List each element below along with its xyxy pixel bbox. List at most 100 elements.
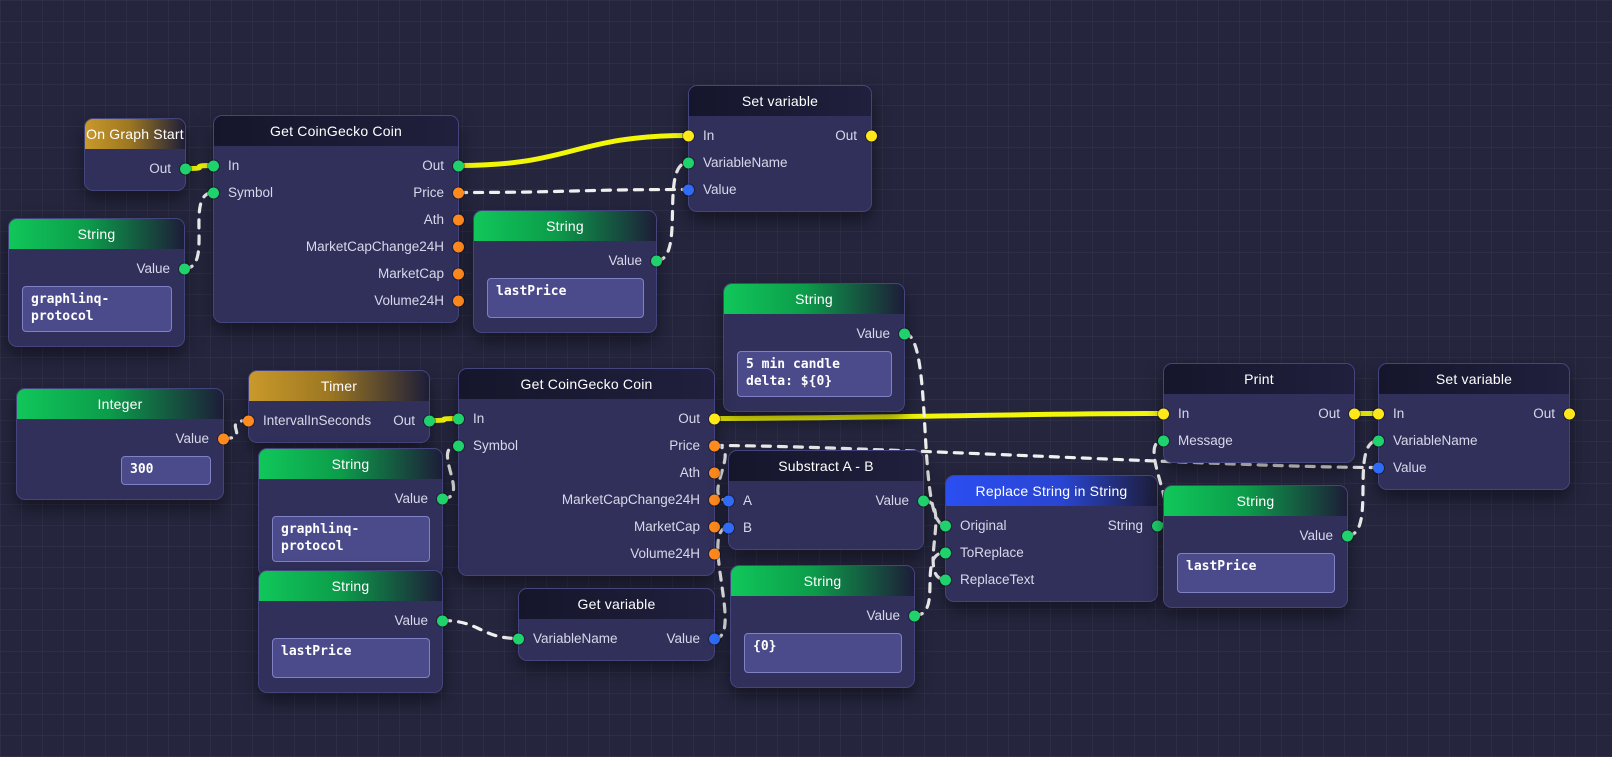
value-input-str_lastprice2[interactable]: lastPrice bbox=[272, 638, 430, 678]
node-header-str_symbol2[interactable]: String bbox=[259, 449, 442, 479]
node-header-cg2[interactable]: Get CoinGecko Coin bbox=[459, 369, 714, 399]
port-setvar1-Out[interactable] bbox=[866, 130, 877, 141]
port-replace-String[interactable] bbox=[1152, 520, 1163, 531]
port-cg1-MarketCap[interactable] bbox=[453, 268, 464, 279]
port-replace-ToReplace[interactable] bbox=[940, 547, 951, 558]
node-header-start[interactable]: On Graph Start bbox=[85, 119, 185, 149]
value-input-int_300[interactable]: 300 bbox=[121, 456, 211, 485]
port-cg1-Volume24H[interactable] bbox=[453, 295, 464, 306]
port-str_symbol1-Value[interactable] bbox=[179, 263, 190, 274]
port-sub-Value[interactable] bbox=[918, 495, 929, 506]
port-cg2-MarketCap[interactable] bbox=[709, 521, 720, 532]
value-input-str_symbol1[interactable]: graphlinq-protocol bbox=[22, 286, 172, 332]
value-input-str_lastprice1[interactable]: lastPrice bbox=[487, 278, 644, 318]
port-sub-B[interactable] bbox=[723, 522, 734, 533]
port-timer-IntervalInSeconds[interactable] bbox=[243, 415, 254, 426]
port-cg2-Out[interactable] bbox=[709, 413, 720, 424]
value-input-str_template[interactable]: 5 min candle delta: ${0} bbox=[737, 351, 892, 397]
node-header-timer[interactable]: Timer bbox=[249, 371, 429, 401]
port-setvar2-Out[interactable] bbox=[1564, 408, 1575, 419]
port-row: MarketCap bbox=[214, 260, 464, 287]
node-header-setvar2[interactable]: Set variable bbox=[1379, 364, 1569, 394]
port-sub-A[interactable] bbox=[723, 495, 734, 506]
port-print-Out[interactable] bbox=[1349, 408, 1360, 419]
port-replace-ReplaceText[interactable] bbox=[940, 574, 951, 585]
port-cg2-In[interactable] bbox=[453, 413, 464, 424]
node-header-print[interactable]: Print bbox=[1164, 364, 1354, 394]
node-title: Replace String in String bbox=[975, 483, 1128, 499]
port-setvar1-VariableName[interactable] bbox=[683, 157, 694, 168]
port-print-Message[interactable] bbox=[1158, 435, 1169, 446]
port-replace-Original[interactable] bbox=[940, 520, 951, 531]
port-str_lastprice1-Value[interactable] bbox=[651, 255, 662, 266]
node-header-sub[interactable]: Substract A - B bbox=[729, 451, 923, 481]
node-header-int_300[interactable]: Integer bbox=[17, 389, 223, 419]
port-cg2-Price[interactable] bbox=[709, 440, 720, 451]
node-header-str_lastprice2[interactable]: String bbox=[259, 571, 442, 601]
node-header-str_token[interactable]: String bbox=[731, 566, 914, 596]
port-row: MarketCapChange24H bbox=[459, 486, 720, 513]
port-label: VariableName bbox=[533, 631, 618, 646]
port-cg2-Ath[interactable] bbox=[709, 467, 720, 478]
port-cg1-Symbol[interactable] bbox=[208, 187, 219, 198]
node-header-str_symbol1[interactable]: String bbox=[9, 219, 184, 249]
node-header-setvar1[interactable]: Set variable bbox=[689, 86, 871, 116]
port-setvar2-Value[interactable] bbox=[1373, 462, 1384, 473]
value-input-str_token[interactable]: {0} bbox=[744, 633, 902, 673]
port-print-In[interactable] bbox=[1158, 408, 1169, 419]
port-str_symbol2-Value[interactable] bbox=[437, 493, 448, 504]
value-input-str_symbol2[interactable]: graphlinq-protocol bbox=[272, 516, 430, 562]
port-cg1-Ath[interactable] bbox=[453, 214, 464, 225]
port-setvar2-VariableName[interactable] bbox=[1373, 435, 1384, 446]
node-header-cg1[interactable]: Get CoinGecko Coin bbox=[214, 116, 458, 146]
port-cg2-MarketCapChange24H[interactable] bbox=[709, 494, 720, 505]
port-cg2-Symbol[interactable] bbox=[453, 440, 464, 451]
port-str_template-Value[interactable] bbox=[899, 328, 910, 339]
port-setvar2-In[interactable] bbox=[1373, 408, 1384, 419]
port-cg1-MarketCapChange24H[interactable] bbox=[453, 241, 464, 252]
port-getvar-Value[interactable] bbox=[709, 633, 720, 644]
port-int_300-Value[interactable] bbox=[218, 433, 229, 444]
node-header-str_template[interactable]: String bbox=[724, 284, 904, 314]
port-setvar1-Value[interactable] bbox=[683, 184, 694, 195]
value-input-str_lastprice3[interactable]: lastPrice bbox=[1177, 553, 1335, 593]
port-cg2-Volume24H[interactable] bbox=[709, 548, 720, 559]
port-str_lastprice2-Value[interactable] bbox=[437, 615, 448, 626]
node-header-replace[interactable]: Replace String in String bbox=[946, 476, 1157, 506]
port-row: MarketCapChange24H bbox=[214, 233, 464, 260]
port-getvar-VariableName[interactable] bbox=[513, 633, 524, 644]
port-start-Out[interactable] bbox=[180, 163, 191, 174]
node-header-str_lastprice3[interactable]: String bbox=[1164, 486, 1347, 516]
port-str_lastprice3-Value[interactable] bbox=[1342, 530, 1353, 541]
port-cg1-Out[interactable] bbox=[453, 160, 464, 171]
port-label: Value bbox=[866, 608, 900, 623]
port-timer-Out[interactable] bbox=[424, 415, 435, 426]
port-setvar1-In[interactable] bbox=[683, 130, 694, 141]
node-header-getvar[interactable]: Get variable bbox=[519, 589, 714, 619]
port-cg1-Price[interactable] bbox=[453, 187, 464, 198]
port-cg1-In[interactable] bbox=[208, 160, 219, 171]
node-header-str_lastprice1[interactable]: String bbox=[474, 211, 656, 241]
port-str_token-Value[interactable] bbox=[909, 610, 920, 621]
